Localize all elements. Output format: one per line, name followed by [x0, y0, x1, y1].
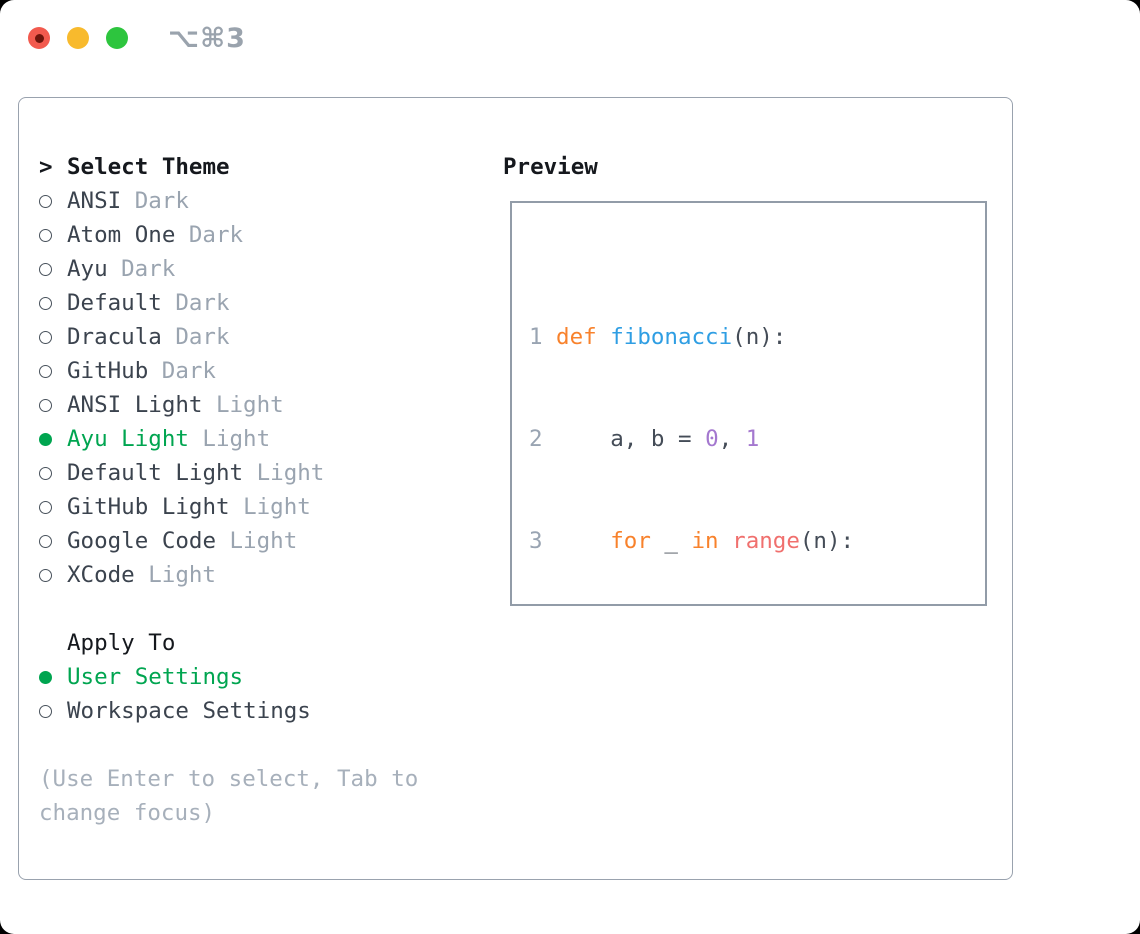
zoom-window-button[interactable]: [106, 27, 128, 49]
code-line: 2 a, b = 0, 1: [529, 426, 760, 452]
radio-icon: [39, 398, 52, 412]
minimize-window-button[interactable]: [67, 27, 89, 49]
theme-list-column: > Select Theme ANSI Dark Atom One Dark A…: [39, 150, 489, 830]
theme-option-ayu-light[interactable]: Ayu Light Light: [39, 422, 489, 456]
keyboard-shortcut-label: ⌥⌘3: [168, 22, 246, 54]
radio-icon: [39, 534, 52, 548]
theme-option-dracula-dark[interactable]: Dracula Dark: [39, 320, 489, 354]
apply-option-workspace-settings[interactable]: Workspace Settings: [39, 694, 489, 728]
close-window-button[interactable]: [28, 27, 50, 49]
apply-option-user-settings[interactable]: User Settings: [39, 660, 489, 694]
theme-list-title: Select Theme: [67, 154, 230, 180]
theme-option-github-light[interactable]: GitHub Light Light: [39, 490, 489, 524]
theme-picker-panel: > Select Theme ANSI Dark Atom One Dark A…: [18, 97, 1013, 880]
apply-to-section: Apply To User Settings Workspace Setting…: [39, 626, 489, 728]
line-number: 3: [529, 528, 543, 554]
radio-icon: [39, 296, 52, 310]
theme-option-ayu-dark[interactable]: Ayu Dark: [39, 252, 489, 286]
radio-selected-icon: [39, 670, 52, 684]
theme-option-google-code[interactable]: Google Code Light: [39, 524, 489, 558]
preview-title: Preview: [503, 154, 598, 180]
radio-selected-icon: [39, 432, 52, 446]
radio-icon: [39, 364, 52, 378]
theme-option-github-dark[interactable]: GitHub Dark: [39, 354, 489, 388]
theme-option-xcode[interactable]: XCode Light: [39, 558, 489, 592]
cursor-prompt-icon: >: [39, 154, 53, 180]
radio-icon: [39, 330, 52, 344]
radio-icon: [39, 704, 52, 718]
theme-option-ansi-light[interactable]: ANSI Light Light: [39, 388, 489, 422]
title-bar: ⌥⌘3: [0, 0, 1140, 76]
radio-icon: [39, 466, 52, 480]
theme-list-header: > Select Theme: [39, 150, 489, 184]
line-number: 2: [529, 426, 543, 452]
theme-option-default-dark[interactable]: Default Dark: [39, 286, 489, 320]
unsaved-indicator-dot: [34, 33, 44, 43]
radio-icon: [39, 262, 52, 276]
radio-icon: [39, 500, 52, 514]
line-number: 1: [529, 324, 543, 350]
apply-to-title: Apply To: [67, 630, 176, 656]
radio-icon: [39, 194, 52, 208]
code-line: 3 for _ in range(n):: [529, 528, 855, 554]
theme-option-ansi-dark[interactable]: ANSI Dark: [39, 184, 489, 218]
apply-to-header: Apply To: [39, 626, 489, 660]
radio-icon: [39, 228, 52, 242]
theme-option-atom-one-dark[interactable]: Atom One Dark: [39, 218, 489, 252]
radio-icon: [39, 568, 52, 582]
help-hint-text: (Use Enter to select, Tab to change focu…: [39, 766, 419, 826]
theme-option-default-light[interactable]: Default Light Light: [39, 456, 489, 490]
